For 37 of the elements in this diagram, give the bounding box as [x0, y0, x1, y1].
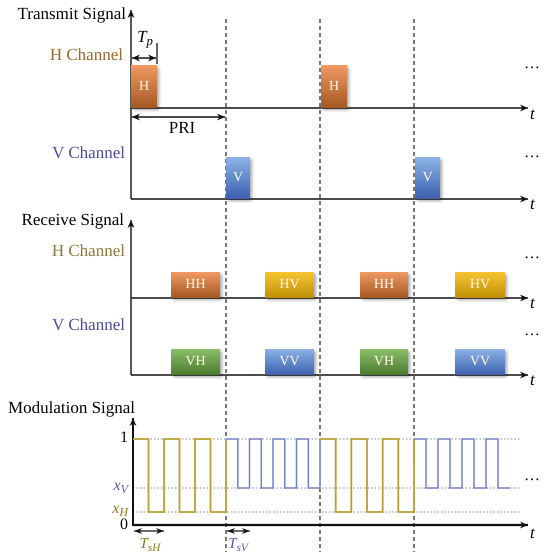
dimension-label: PRI: [168, 119, 196, 138]
pulse-box: H: [321, 65, 347, 108]
axis-title: Transmit Signal: [18, 5, 126, 24]
pulse-box: V: [415, 157, 440, 199]
time-axis-label: t: [530, 105, 535, 124]
level-label: x$_{H}$: [112, 500, 128, 518]
time-axis-label: t: [530, 195, 535, 214]
continuation-ellipsis: …: [524, 144, 540, 162]
level-label: 1: [120, 429, 128, 447]
level-label: 0: [120, 516, 128, 534]
pulse-box: V: [226, 157, 250, 199]
dimension-label: T$_{sH}$: [140, 536, 160, 552]
channel-label: V Channel: [52, 144, 125, 163]
pulse-box: HH: [360, 272, 408, 298]
channel-label: H Channel: [50, 46, 123, 65]
pulse-box: VH: [360, 349, 408, 375]
pulse-box: VV: [455, 349, 505, 375]
continuation-ellipsis: …: [524, 55, 540, 73]
pulse-box: VV: [265, 349, 314, 375]
channel-label: V Channel: [52, 316, 125, 335]
pulse-box: HV: [265, 272, 314, 298]
time-axis-label: t: [530, 294, 535, 313]
time-axis-label: t: [530, 371, 535, 390]
pulse-box: HH: [171, 272, 220, 298]
pulse-box: HV: [455, 272, 505, 298]
time-axis-label: t: [530, 524, 535, 543]
axis-title: Receive Signal: [22, 211, 124, 230]
continuation-ellipsis: …: [524, 245, 540, 263]
continuation-ellipsis: …: [524, 467, 540, 485]
level-label: x$_{V}$: [114, 477, 128, 495]
continuation-ellipsis: …: [524, 322, 540, 340]
channel-label: H Channel: [52, 242, 125, 261]
dimension-label: T$_{p}$: [137, 28, 153, 47]
pulse-box: H: [131, 65, 157, 108]
dimension-label: T$_{sV}$: [228, 536, 248, 552]
pulse-box: VH: [171, 349, 220, 375]
axis-title: Modulation Signal: [8, 399, 136, 418]
